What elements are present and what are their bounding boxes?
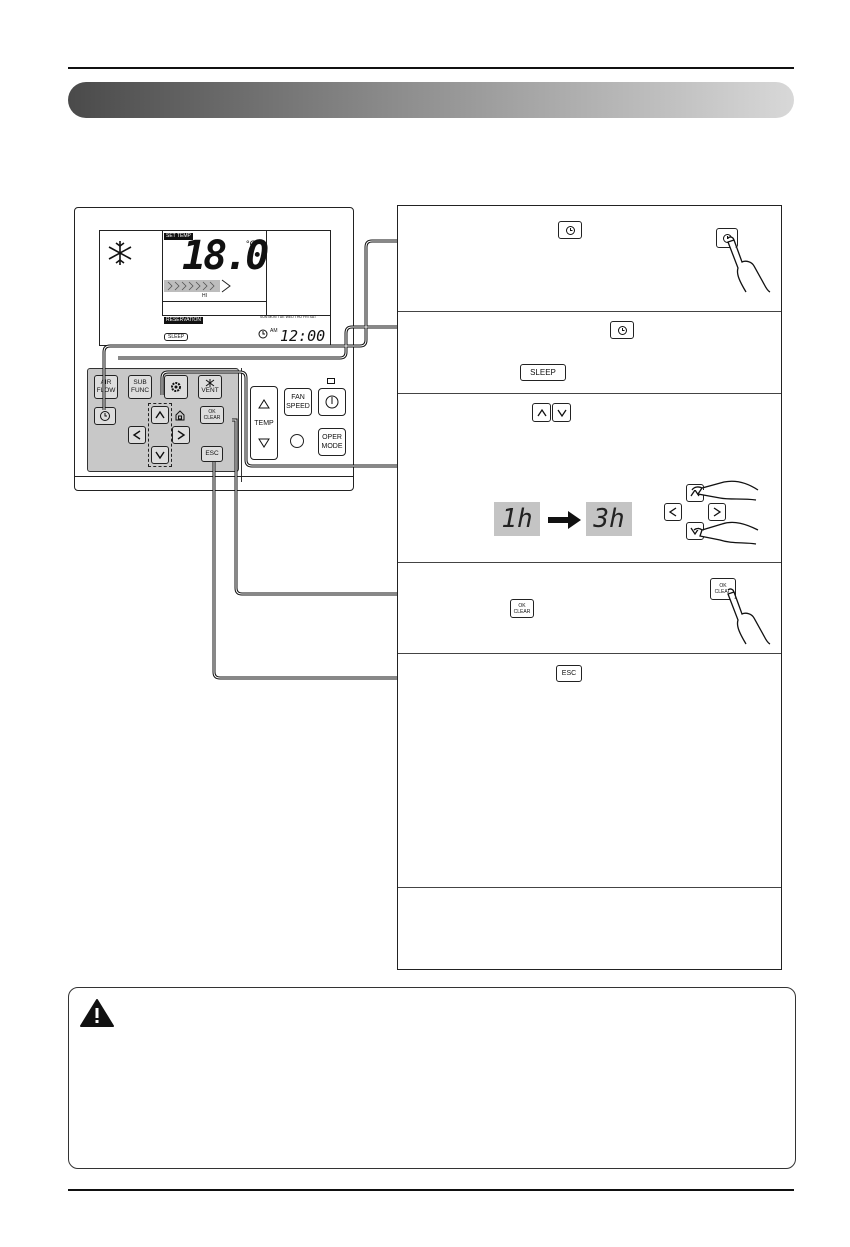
section-title-banner: [68, 82, 794, 118]
top-rule: [68, 67, 794, 69]
air-flow-button[interactable]: AIR FLOW: [94, 375, 118, 399]
ok-clear-button[interactable]: OK CLEAR: [200, 406, 224, 424]
weekday-fri: FRI: [302, 315, 309, 319]
snowflake-icon: [108, 241, 132, 265]
caution-box: [68, 987, 796, 1169]
remote-controller: SET TEMP 18.0 °C HI RESERVATION SLEEP SU…: [74, 207, 354, 491]
gear-icon: [171, 382, 181, 392]
down-button[interactable]: [151, 446, 169, 464]
chevron-down-icon: [556, 409, 567, 417]
am-label: AM: [270, 328, 278, 334]
settings-button[interactable]: [164, 375, 188, 399]
step3-right-illustration: [708, 503, 726, 521]
vent-icon: [205, 379, 215, 387]
weekday-row: SUN MON TUE WED THU FRI SAT: [260, 315, 316, 319]
weekday-sun: SUN: [260, 315, 268, 319]
esc-button[interactable]: ESC: [201, 446, 223, 462]
temperature-unit: °C: [246, 239, 257, 249]
step2-timer-key: [610, 321, 634, 339]
power-led-icon: [327, 378, 335, 384]
lcd-display: SET TEMP 18.0 °C HI RESERVATION SLEEP SU…: [99, 230, 331, 346]
step3-up-key: [532, 403, 551, 422]
sleep-indicator: SLEEP: [164, 333, 189, 341]
sub-func-button[interactable]: SUB FUNC: [128, 375, 152, 399]
weekday-thu: THU: [294, 315, 302, 319]
vent-label: VENT: [201, 387, 219, 394]
step1-timer-key: [558, 221, 582, 239]
arrow-right-icon: [548, 511, 581, 529]
warning-icon: [80, 999, 114, 1027]
timer-button[interactable]: [94, 407, 116, 425]
hand-pointer-icon: [691, 480, 759, 545]
power-button[interactable]: [318, 388, 346, 416]
temp-label: TEMP: [254, 419, 274, 427]
timer-icon: [565, 225, 575, 235]
step3-left-illustration: [664, 503, 682, 521]
chevron-left-icon: [132, 430, 141, 440]
step-divider: [398, 887, 781, 888]
power-icon: [325, 395, 339, 409]
fan-level-label: HI: [202, 293, 207, 299]
step-divider: [398, 393, 781, 394]
weekday-sat: SAT: [309, 315, 317, 319]
timer-icon: [617, 325, 627, 335]
triangle-up-icon: [258, 398, 270, 408]
step-divider: [398, 562, 781, 563]
chevron-down-icon: [155, 451, 165, 460]
left-button[interactable]: [128, 426, 146, 444]
step4-ok-key: OK CLEAR: [510, 599, 534, 618]
step-divider: [398, 311, 781, 312]
chevron-up-icon: [536, 408, 547, 416]
oper-mode-button[interactable]: OPER MODE: [318, 428, 346, 456]
step1-timer-button-illustration: [716, 228, 738, 248]
weekday-wed: WED: [285, 315, 294, 319]
bottom-rule: [68, 1189, 794, 1191]
weekday-tue: TUE: [277, 315, 285, 319]
sensor-dot: [290, 434, 304, 448]
reservation-label: RESERVATION: [164, 317, 204, 324]
hand-pointer-icon: [727, 236, 771, 293]
step3-display-to: 3h: [586, 502, 632, 536]
triangle-down-icon: [258, 438, 270, 448]
step2-sleep-key: SLEEP: [520, 364, 566, 381]
step3-display-from: 1h: [494, 502, 540, 536]
hand-pointer-icon: [727, 588, 771, 645]
chevron-right-icon: [713, 507, 722, 517]
set-temp-label: SET TEMP: [164, 233, 193, 240]
vent-button[interactable]: VENT: [198, 375, 222, 399]
chevron-up-icon: [155, 410, 165, 419]
main-keypad: TEMP FAN SPEED OPER MODE: [241, 368, 348, 482]
step-divider: [398, 653, 781, 654]
fan-level-bar: [164, 279, 231, 293]
chevron-right-icon: [177, 430, 186, 440]
step5-esc-key: ESC: [556, 665, 582, 682]
step3-down-key: [552, 403, 571, 422]
function-keypad: AIR FLOW SUB FUNC VENT OK CLEAR ESC: [87, 368, 239, 472]
remote-base: [75, 476, 353, 477]
temp-rocker[interactable]: TEMP: [250, 386, 278, 460]
steps-panel: SLEEP 1h 3h OK CLEAR OK CLEAR ESC: [397, 205, 782, 970]
right-button[interactable]: [172, 426, 190, 444]
clock-readout: 12:00: [280, 327, 326, 345]
weekday-mon: MON: [268, 315, 277, 319]
clock-icon: [258, 329, 268, 339]
chevron-left-icon: [668, 507, 677, 517]
fan-speed-button[interactable]: FAN SPEED: [284, 388, 312, 416]
up-button[interactable]: [151, 406, 169, 424]
timer-icon: [100, 411, 110, 421]
lock-icon: [175, 410, 185, 421]
